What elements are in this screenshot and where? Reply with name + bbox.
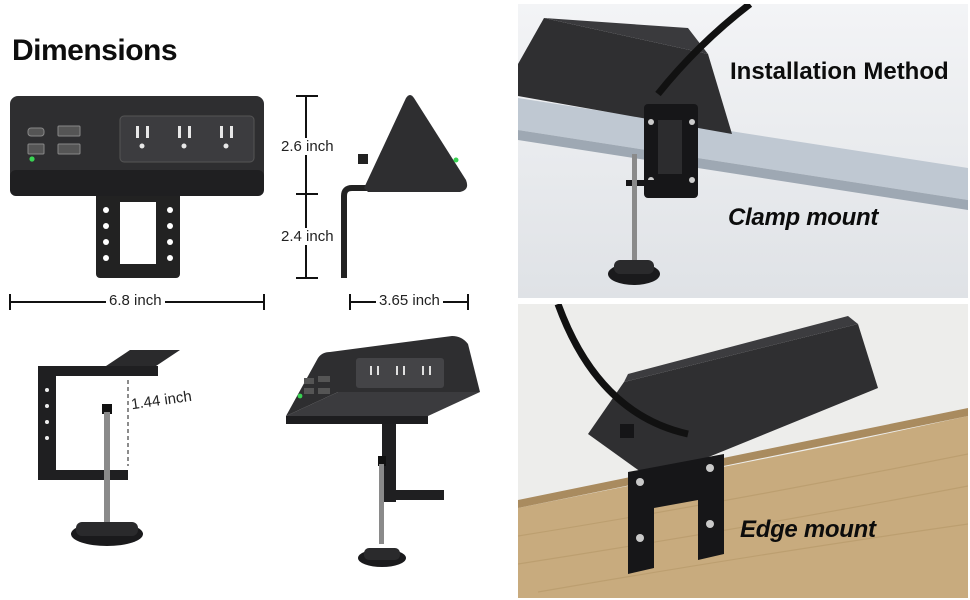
assembled-view-diagram <box>286 336 480 567</box>
edge-mount-panel: Edge mount <box>518 304 968 598</box>
usb-port-icon <box>57 125 81 137</box>
front-view-diagram <box>9 96 265 310</box>
usb-c-port-icon <box>27 127 45 137</box>
power-outlet-icon <box>136 126 233 149</box>
clamp-mount-panel: Installation Method Clamp mount <box>518 4 968 298</box>
depth-label: 3.65 inch <box>376 292 443 309</box>
side-view-diagram <box>296 95 469 310</box>
top-height-label: 2.6 inch <box>278 138 337 155</box>
clamp-mount-label: Clamp mount <box>728 204 879 231</box>
installation-title: Installation Method <box>730 58 949 85</box>
clamp-detail-diagram <box>38 350 180 546</box>
dimensions-heading: Dimensions <box>12 34 178 67</box>
edge-mount-label: Edge mount <box>740 516 876 543</box>
width-label: 6.8 inch <box>106 292 165 309</box>
power-indicator-icon <box>29 156 35 162</box>
side-body <box>364 95 468 192</box>
bottom-height-label: 2.4 inch <box>278 228 337 245</box>
